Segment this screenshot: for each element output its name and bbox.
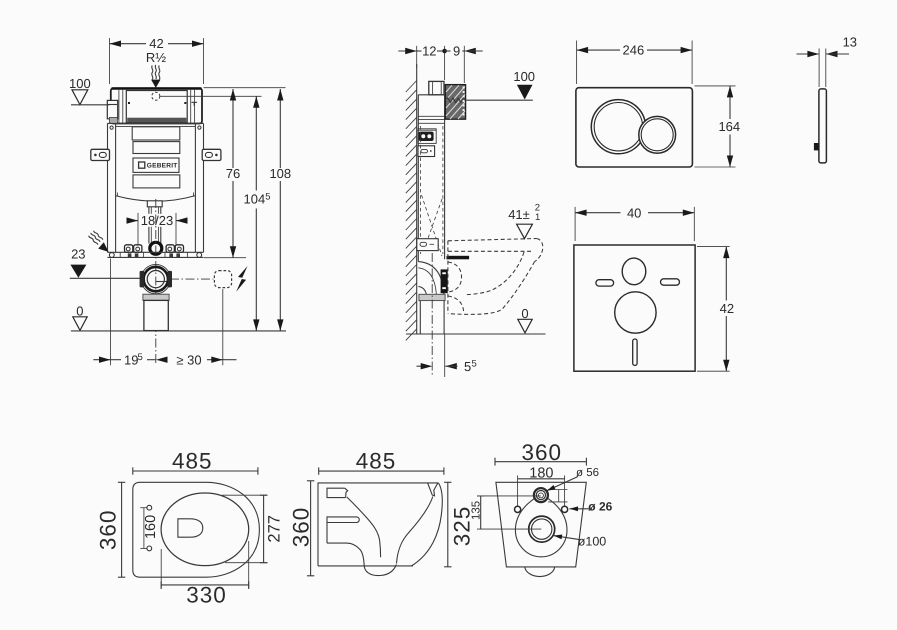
svg-text:485: 485 — [356, 448, 397, 473]
svg-text:18/23: 18/23 — [141, 213, 174, 228]
svg-text:330: 330 — [186, 583, 227, 608]
svg-text:360: 360 — [522, 440, 563, 465]
svg-text:100: 100 — [69, 76, 91, 91]
svg-text:R½: R½ — [146, 50, 166, 65]
svg-text:108: 108 — [269, 166, 291, 181]
svg-text:2: 2 — [535, 203, 540, 214]
svg-text:5: 5 — [464, 359, 471, 374]
svg-text:277: 277 — [265, 515, 283, 543]
svg-text:12: 12 — [422, 44, 436, 59]
svg-text:104: 104 — [244, 192, 266, 207]
svg-text:1: 1 — [535, 212, 540, 223]
svg-text:246: 246 — [623, 43, 645, 58]
svg-text:5: 5 — [138, 352, 143, 363]
svg-text:41±: 41± — [508, 207, 530, 222]
svg-text:42: 42 — [720, 301, 734, 316]
svg-text:ø 26: ø 26 — [588, 500, 612, 514]
svg-text:485: 485 — [172, 448, 213, 473]
svg-text:9: 9 — [453, 44, 460, 59]
svg-text:135: 135 — [471, 501, 483, 520]
svg-text:164: 164 — [718, 119, 740, 134]
svg-text:180: 180 — [529, 466, 553, 482]
svg-text:360: 360 — [289, 507, 314, 548]
svg-text:ø 56: ø 56 — [576, 467, 599, 479]
svg-text:5: 5 — [265, 191, 270, 202]
svg-text:19: 19 — [124, 352, 138, 367]
svg-text:360: 360 — [96, 510, 121, 551]
svg-text:0: 0 — [521, 306, 528, 321]
svg-text:ø100: ø100 — [578, 535, 607, 549]
svg-text:13: 13 — [843, 34, 857, 49]
svg-text:100: 100 — [513, 69, 535, 84]
svg-text:76: 76 — [226, 166, 240, 181]
svg-text:≥ 30: ≥ 30 — [176, 352, 201, 367]
svg-text:160: 160 — [143, 515, 159, 539]
svg-text:GEBERIT: GEBERIT — [147, 163, 178, 170]
svg-text:325: 325 — [449, 506, 474, 547]
svg-text:40: 40 — [627, 205, 641, 220]
svg-text:0: 0 — [76, 304, 83, 319]
svg-text:5: 5 — [472, 358, 477, 369]
svg-text:42: 42 — [149, 36, 163, 51]
svg-text:23: 23 — [71, 247, 85, 262]
